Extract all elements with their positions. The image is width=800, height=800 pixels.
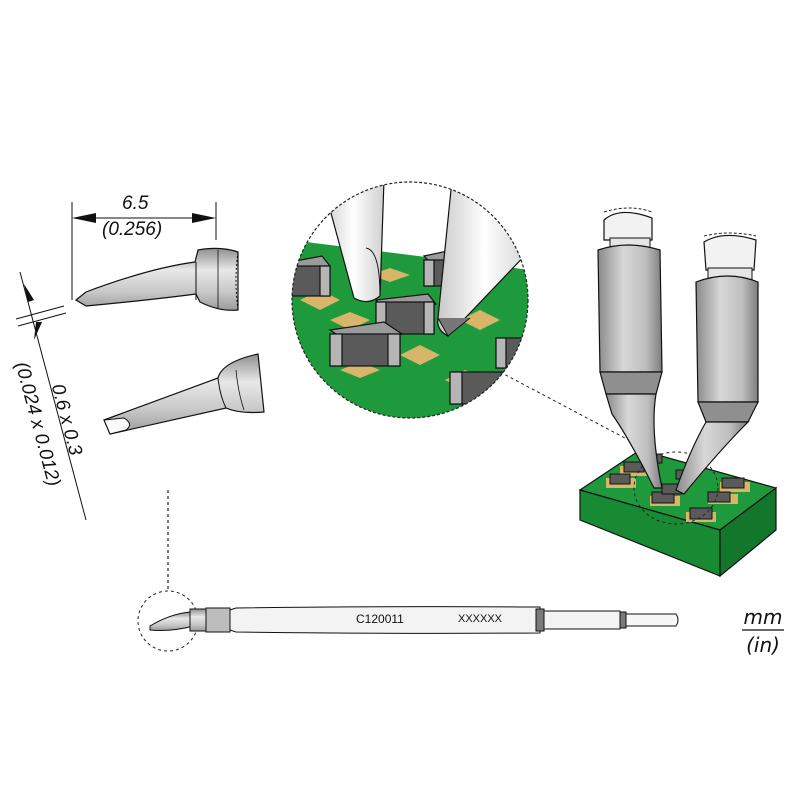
application-illustration: [578, 207, 778, 578]
zoom-detail-circle: [291, 181, 641, 447]
serial-placeholder: XXXXXX: [458, 613, 503, 625]
part-number: C120011: [356, 612, 404, 626]
tip-width-dimension: [15, 271, 87, 521]
length-in-label: (0.256): [102, 219, 163, 240]
unit-in: (in): [746, 633, 780, 657]
tip-side-view: [74, 247, 239, 311]
length-dimension: [71, 202, 217, 300]
unit-mm: mm: [743, 605, 783, 629]
length-mm-label: 6.5: [122, 193, 149, 214]
tip-chisel-view: [103, 353, 265, 435]
cartridge-illustration: [149, 606, 679, 634]
